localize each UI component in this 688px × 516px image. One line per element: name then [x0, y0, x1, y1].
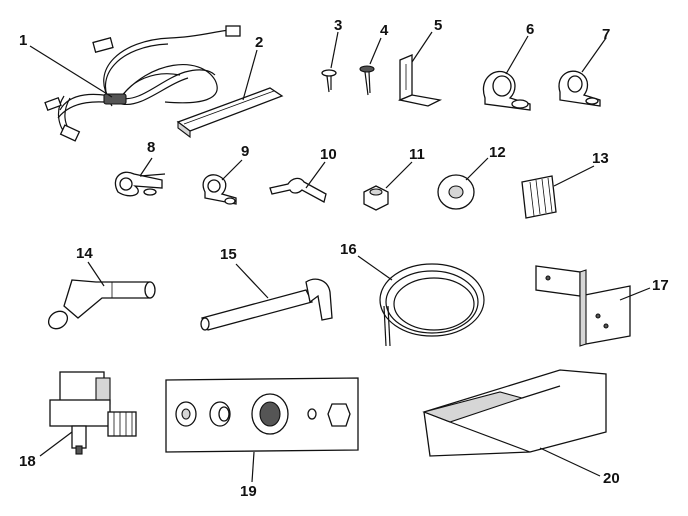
mounting-bracket-icon [535, 265, 631, 347]
part-label-7: 7 [602, 26, 611, 43]
screw-icon [321, 69, 337, 93]
bracket-icon [397, 54, 443, 107]
clamp-icon [482, 70, 531, 111]
clamp-icon [114, 171, 166, 197]
clip-icon [521, 175, 557, 219]
part-label-9: 9 [241, 143, 250, 160]
tubing-coil-icon [379, 263, 485, 347]
part-label-20: 20 [603, 470, 620, 487]
fitting-kit-card-icon [165, 377, 359, 453]
screw-icon [359, 65, 375, 96]
clamp-icon [202, 174, 237, 205]
part-label-18: 18 [19, 453, 36, 470]
water-valve-icon [49, 371, 137, 455]
part-label-10: 10 [320, 146, 337, 163]
part-label-6: 6 [526, 21, 535, 38]
clip-icon [269, 177, 327, 203]
part-label-15: 15 [220, 246, 237, 263]
ice-bin-icon [422, 369, 607, 457]
clamp-icon [558, 70, 601, 107]
part-label-11: 11 [409, 146, 425, 163]
part-label-16: 16 [340, 241, 357, 258]
part-label-14: 14 [76, 245, 93, 262]
part-label-19: 19 [240, 483, 257, 500]
channel-strip-icon [176, 87, 284, 139]
part-label-13: 13 [592, 150, 609, 167]
part-label-1: 1 [19, 32, 28, 49]
part-label-2: 2 [255, 34, 264, 51]
part-label-4: 4 [380, 22, 389, 39]
nut-icon [363, 185, 389, 211]
part-label-5: 5 [434, 17, 443, 34]
wiring-harness-icon [44, 25, 241, 142]
part-label-3: 3 [334, 17, 343, 34]
part-label-8: 8 [147, 139, 156, 156]
grommet-icon [437, 174, 475, 210]
part-label-12: 12 [489, 144, 506, 161]
part-label-17: 17 [652, 277, 669, 294]
fill-tube-icon [200, 278, 333, 331]
elbow-tube-icon [47, 279, 156, 330]
